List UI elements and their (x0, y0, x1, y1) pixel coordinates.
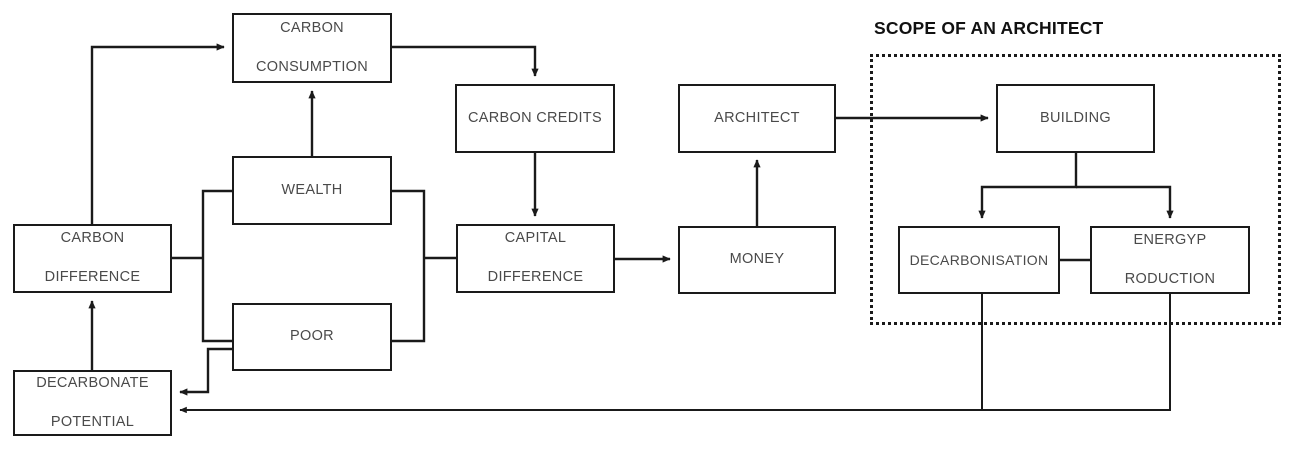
edge-wealth-poor-left-bracket (201, 189, 232, 343)
node-decarbonate-potential[interactable]: DECARBONATE POTENTIAL (13, 370, 172, 436)
node-decarbonisation[interactable]: DECARBONISATION (898, 226, 1060, 294)
edge-poor-to-decarbonate-potential (179, 347, 232, 396)
node-wealth-label: WEALTH (281, 181, 343, 198)
node-poor-label: POOR (290, 328, 334, 345)
node-capital-difference-line2: DIFFERENCE (487, 269, 584, 286)
node-building-label: BUILDING (1040, 109, 1111, 126)
node-carbon-consumption[interactable]: CARBON CONSUMPTION (232, 13, 392, 83)
node-building[interactable]: BUILDING (996, 84, 1155, 153)
node-poor[interactable]: POOR (232, 303, 392, 371)
node-capital-difference-line1: CAPITAL (504, 230, 567, 247)
node-architect[interactable]: ARCHITECT (678, 84, 836, 153)
node-energy-production-line2: RODUCTION (1124, 270, 1216, 287)
node-carbon-consumption-line1: CARBON (280, 19, 344, 36)
node-carbon-consumption-line2: CONSUMPTION (255, 58, 369, 75)
edge-wealth-poor-right-bracket (392, 189, 426, 343)
node-carbon-credits-label: CARBON CREDITS (468, 109, 602, 126)
node-carbon-credits[interactable]: CARBON CREDITS (455, 84, 615, 153)
node-money-label: MONEY (729, 251, 785, 268)
node-decarbonate-potential-line1: DECARBONATE (36, 374, 149, 391)
node-decarbonate-potential-line2: POTENTIAL (50, 413, 135, 430)
node-energy-production[interactable]: ENERGYP RODUCTION (1090, 226, 1250, 294)
node-carbon-difference-line2: DIFFERENCE (44, 269, 141, 286)
node-carbon-difference[interactable]: CARBON DIFFERENCE (13, 224, 172, 293)
node-decarbonisation-label: DECARBONISATION (909, 251, 1049, 268)
edge-carbon-consumption-to-carbon-credits (392, 45, 539, 77)
scope-of-architect-title: SCOPE OF AN ARCHITECT (874, 18, 1104, 38)
node-wealth[interactable]: WEALTH (232, 156, 392, 225)
node-capital-difference[interactable]: CAPITAL DIFFERENCE (456, 224, 615, 293)
node-money[interactable]: MONEY (678, 226, 836, 294)
edge-carbon-difference-to-carbon-consumption (90, 43, 225, 224)
node-carbon-difference-line1: CARBON (60, 230, 125, 247)
node-architect-label: ARCHITECT (714, 109, 800, 126)
node-energy-production-line1: ENERGYP (1133, 231, 1207, 248)
